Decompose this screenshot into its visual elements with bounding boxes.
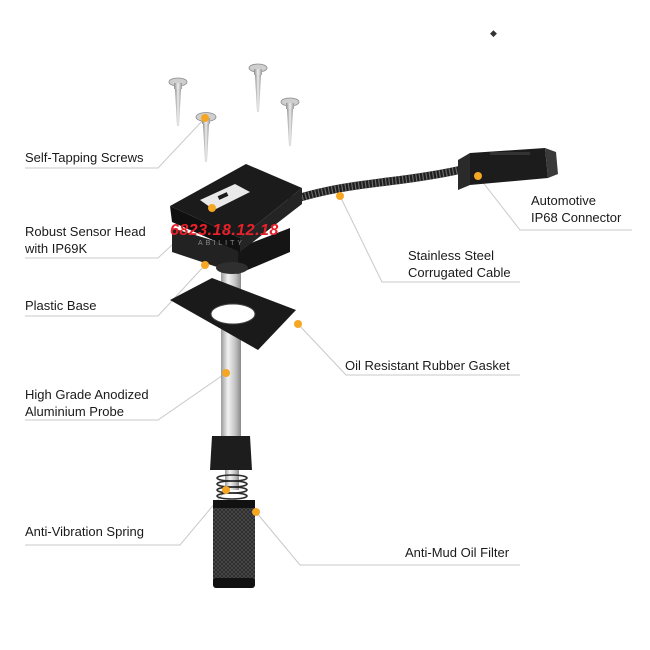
leader-probe [25,372,227,421]
dot-cable [336,192,344,200]
leader-cable [339,195,520,283]
screw-1 [168,77,188,126]
dot-base [201,261,209,269]
plastic-base [172,228,238,274]
oil-filter [213,500,255,586]
label-spring: Anti-Vibration Spring [25,524,144,539]
leader-screws [25,117,206,169]
leader-lines [25,117,632,566]
watermark-sub: ABILITY [198,240,246,247]
label-plastic-base: Plastic Base [25,298,97,313]
sensor-head [170,164,302,238]
dot-filter [252,508,260,516]
dot-gasket [294,320,302,328]
leader-connector [477,175,632,231]
screws [168,63,300,162]
dot-probe [222,369,230,377]
spring-holder [210,436,252,470]
dot-sensor-head [208,204,216,212]
label-cable: Stainless Steel Corrugated Cable [408,248,511,280]
label-self-tapping-screws: Self-Tapping Screws [25,150,144,165]
corrugated-cable [288,164,472,204]
label-filter: Anti-Mud Oil Filter [405,545,510,560]
leader-spring [25,489,227,546]
corner-mark: ◆ [490,28,497,38]
label-sensor-head: Robust Sensor Head with IP69K [25,224,146,256]
dot-screws [201,114,209,122]
screw-3 [280,97,300,146]
spring [216,474,248,500]
leader-gasket [297,323,520,376]
dot-connector [474,172,482,180]
connector [458,148,558,190]
label-probe: High Grade Anodized Aluminium Probe [25,387,149,419]
leader-filter [255,511,520,566]
label-gasket: Oil Resistant Rubber Gasket [345,358,510,373]
dot-spring [222,486,230,494]
leader-base [25,264,206,317]
screw-2 [248,63,268,112]
label-connector: Automotive IP68 Connector [531,193,622,225]
callout-dots [201,114,482,516]
watermark-code: 6823.18.12.18 [170,222,279,239]
